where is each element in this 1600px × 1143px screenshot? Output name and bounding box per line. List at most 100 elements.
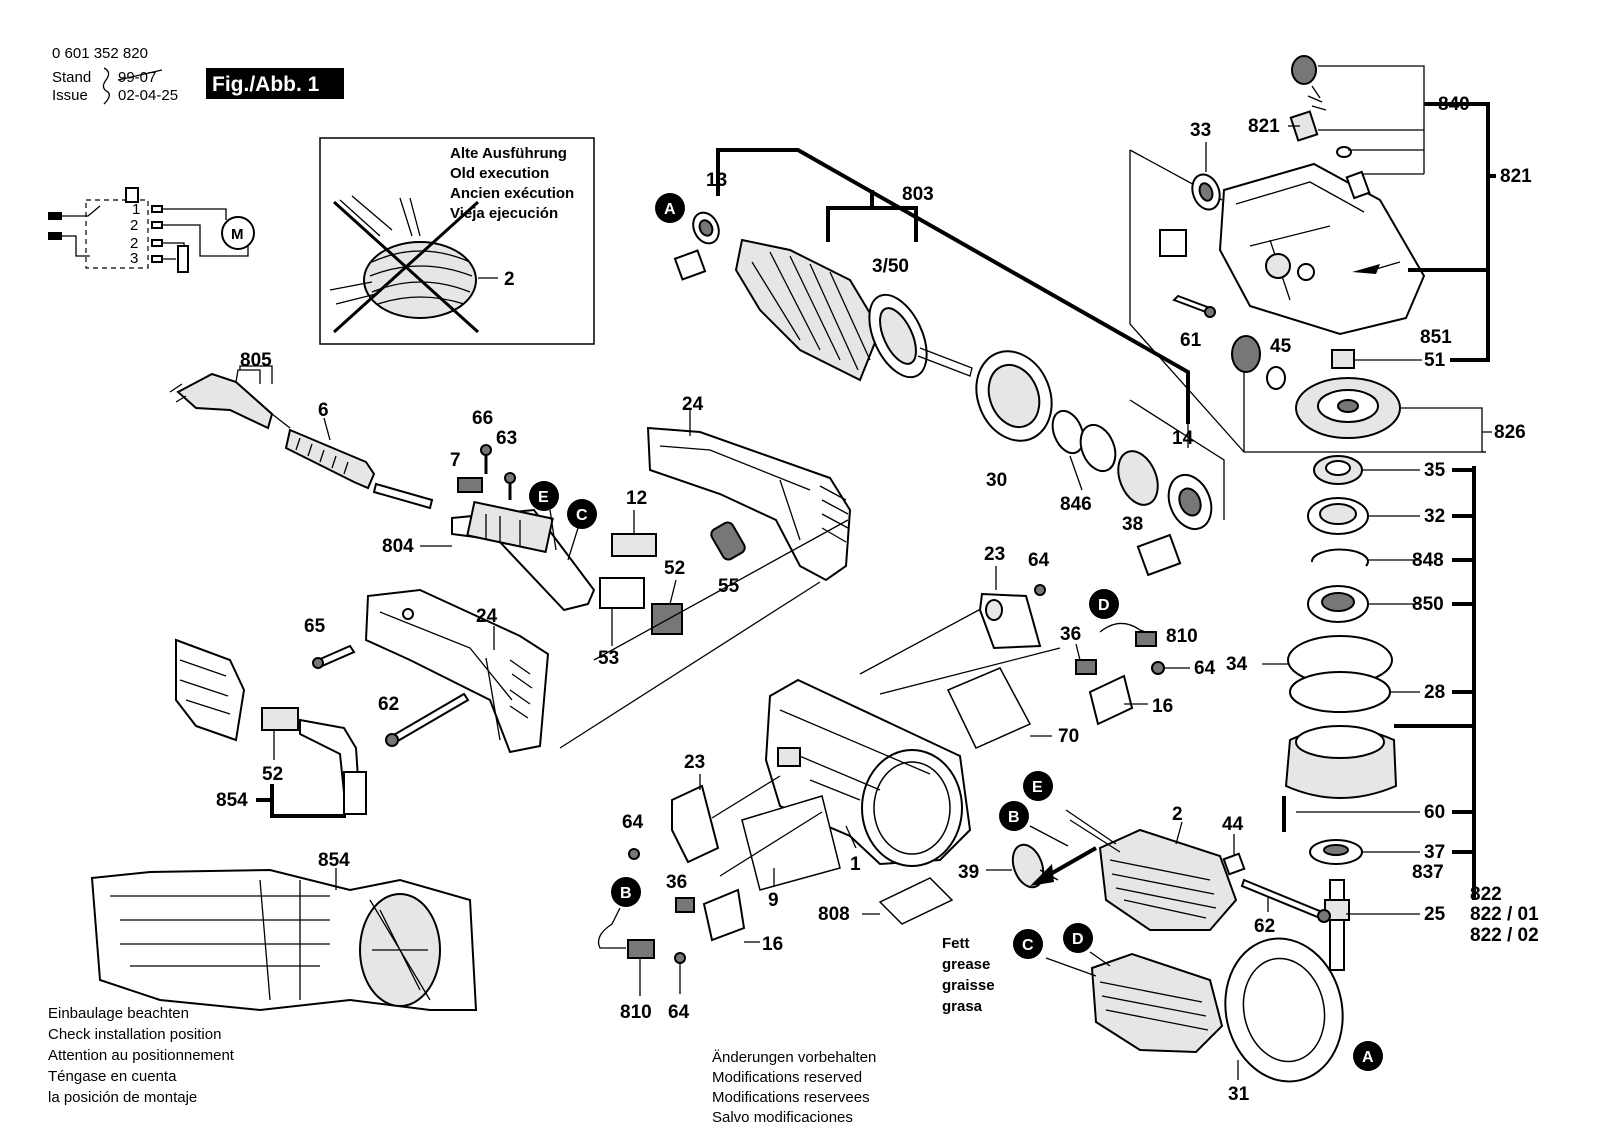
- part-65: 65: [304, 616, 326, 637]
- part-32: 32: [1424, 506, 1445, 527]
- screw-62-left: [390, 692, 470, 744]
- brush-cover-23-top: [978, 592, 1042, 650]
- stand-strikethrough: [117, 69, 163, 81]
- install-note-fr: Attention au positionnement: [48, 1047, 235, 1064]
- wiring-pin-2a: 2: [130, 217, 138, 234]
- switch-block-53: [599, 577, 645, 609]
- marker-a-top: [655, 193, 685, 223]
- part-803: 803: [902, 184, 934, 205]
- wiring-pin-1: 1: [132, 201, 140, 218]
- part-53: 53: [598, 648, 619, 669]
- part-55: 55: [718, 576, 740, 597]
- marker-d-top-label: D: [1098, 597, 1110, 614]
- grease-es: grasa: [942, 998, 983, 1015]
- part-810-low: 810: [620, 1002, 652, 1023]
- part-52-low: 52: [262, 764, 283, 785]
- part-6: 6: [318, 400, 329, 421]
- switch-actuator: [125, 187, 139, 203]
- grease-de: Fett: [942, 935, 970, 952]
- motor-symbol-label: M: [231, 226, 244, 243]
- suppressor-12: [611, 533, 657, 557]
- switch-dashed-box: [85, 199, 149, 269]
- part-850: 850: [1412, 594, 1444, 615]
- old-execution-fr: Ancien exécution: [450, 185, 574, 202]
- screw-64-bottom: [674, 952, 686, 964]
- install-note-es-2: la posición de montaje: [48, 1089, 197, 1106]
- part-23-top: 23: [984, 544, 1005, 565]
- part-821-small: 821: [1248, 116, 1280, 137]
- marker-b-low-label: B: [620, 885, 632, 902]
- power-cord-805: [169, 369, 291, 430]
- bearing-14-icon: [1136, 533, 1182, 577]
- plug-pin-bottom: [48, 232, 62, 240]
- part-16-top: 16: [1152, 696, 1173, 717]
- model-number: 0 601 352 820: [52, 45, 148, 62]
- handle-half-24-mid: [364, 588, 550, 754]
- part-24-mid: 24: [476, 606, 498, 627]
- washer-846: [1079, 423, 1117, 473]
- brush-cover-23-low: [671, 784, 720, 864]
- part-36-top: 36: [1060, 624, 1081, 645]
- part-24-top: 24: [682, 394, 704, 415]
- install-note-en: Check installation position: [48, 1026, 221, 1043]
- spring-36-top: [1075, 659, 1097, 675]
- part-840: 840: [1438, 94, 1470, 115]
- marker-e-right-label: E: [1032, 779, 1043, 796]
- wiring-schematic: 1 2 2 3 M: [48, 187, 255, 273]
- old-execution-en: Old execution: [450, 165, 549, 182]
- fan-ring-30: [975, 350, 1053, 442]
- issue-value: 02-04-25: [118, 87, 178, 104]
- spindle-parts: [1282, 455, 1398, 971]
- part-37: 37: [1424, 842, 1445, 863]
- marker-b-right: [999, 801, 1029, 831]
- handle-half-24-top: [646, 426, 852, 582]
- part-822-02: 822 / 02: [1470, 925, 1539, 946]
- nut-45: [1266, 366, 1286, 390]
- marker-b-low: [611, 877, 641, 907]
- part-64-top: 64: [1028, 550, 1050, 571]
- part-804: 804: [382, 536, 414, 557]
- marker-e-right: [1023, 771, 1053, 801]
- part-846: 846: [1060, 494, 1092, 515]
- pinion-gear: [1231, 335, 1261, 373]
- seal-39: [1011, 843, 1045, 889]
- gear-housing: [1218, 162, 1426, 336]
- part-854-top: 854: [318, 850, 350, 871]
- bearing-cage-38: [1117, 450, 1159, 506]
- part-848: 848: [1412, 550, 1444, 571]
- part-33: 33: [1190, 120, 1211, 141]
- marker-c-right-label: C: [1022, 937, 1034, 954]
- brush-symbol: [177, 245, 189, 273]
- part-35: 35: [1424, 460, 1446, 481]
- brush-wire-810-low: [597, 907, 626, 949]
- part-64-bottom: 64: [668, 1002, 690, 1023]
- marker-a-top-label: A: [664, 201, 676, 218]
- carbon-brush-810-low: [627, 939, 655, 959]
- part-12: 12: [626, 488, 647, 509]
- circlip-ring: [1051, 409, 1085, 455]
- part-3-50: 3/50: [872, 256, 909, 277]
- marker-c-left-label: C: [576, 507, 588, 524]
- old-execution-es: Vieja ejecución: [450, 205, 558, 222]
- part-822-01: 822 / 01: [1470, 904, 1539, 925]
- modifications-fr: Modifications reservees: [712, 1089, 870, 1106]
- old-execution-de: Alte Ausführung: [450, 145, 567, 162]
- carbon-brush-810-top: [1135, 631, 1157, 647]
- marker-e-left: [529, 481, 559, 511]
- part-70: 70: [1058, 726, 1079, 747]
- modifications-en: Modifications reserved: [712, 1069, 862, 1086]
- lock-button: [1291, 55, 1317, 85]
- old-execution-box: Alte Ausführung Old execution Ancien exé…: [319, 137, 595, 345]
- part-64-low: 64: [622, 812, 644, 833]
- screw-63: [504, 472, 516, 484]
- spring-36-low: [675, 897, 695, 913]
- screw-64-low: [628, 848, 640, 860]
- screw-64-top: [1034, 584, 1046, 596]
- part-36-low: 36: [666, 872, 687, 893]
- part-61: 61: [1180, 330, 1202, 351]
- part-16-low: 16: [762, 934, 783, 955]
- install-note-de: Einbaulage beachten: [48, 1005, 189, 1022]
- screw-64-mid: [1151, 661, 1165, 675]
- grease-en: grease: [942, 956, 990, 973]
- part-7: 7: [450, 450, 461, 471]
